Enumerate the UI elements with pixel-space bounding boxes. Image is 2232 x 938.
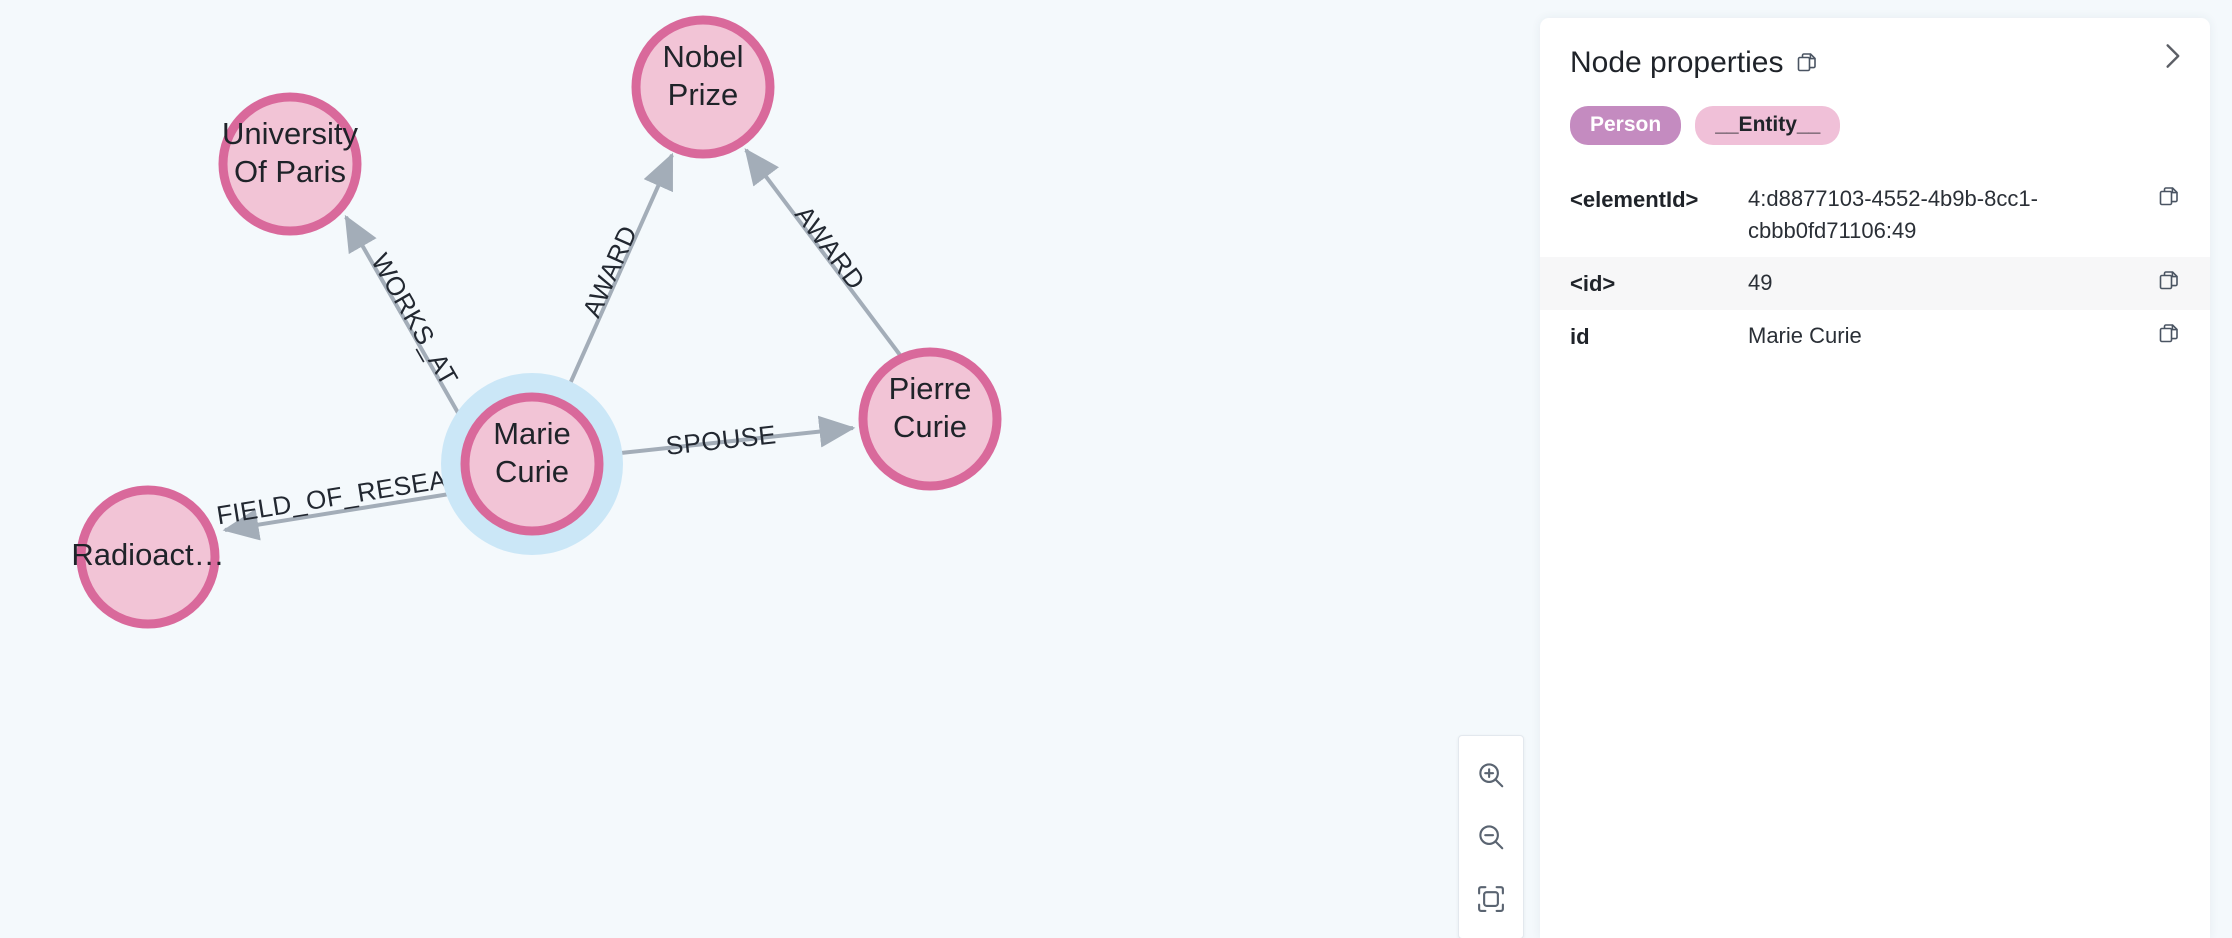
- edge-label-spouse: SPOUSE: [664, 419, 777, 461]
- copy-icon: [2159, 324, 2178, 343]
- node-labels-list: Person __Entity__: [1540, 80, 2210, 146]
- edge-works-at[interactable]: WORKS_AT: [344, 214, 471, 433]
- copy-all-icon[interactable]: [1795, 51, 1819, 75]
- node-properties-panel: Node properties Person __Entity__ <eleme…: [1540, 18, 2210, 938]
- edge-field-of-research[interactable]: FIELD_OF_RESEA…: [214, 460, 475, 541]
- node-label-line: Nobel: [663, 39, 744, 74]
- zoom-in-icon: [1479, 763, 1504, 788]
- node-label-chip-person[interactable]: Person: [1570, 106, 1682, 146]
- node-label-line: Curie: [893, 409, 967, 444]
- node-properties-table: <elementId> 4:d8877103-4552-4b9b-8cc1-cb…: [1540, 173, 2210, 363]
- node-label-line: Prize: [668, 77, 739, 112]
- node-radioactivity[interactable]: Radioact…: [71, 485, 225, 629]
- chevron-right-icon: [2166, 44, 2180, 68]
- node-marie-curie[interactable]: Marie Curie: [441, 373, 623, 555]
- node-nobel-prize[interactable]: Nobel Prize: [631, 15, 775, 159]
- copy-icon: [2159, 271, 2178, 290]
- fit-to-screen-button[interactable]: [1459, 868, 1523, 930]
- edge-label-field-of-research: FIELD_OF_RESEA…: [214, 460, 474, 531]
- page-title: Node properties: [1570, 46, 1784, 79]
- zoom-controls: [1458, 735, 1524, 938]
- property-value: Marie Curie: [1748, 322, 1862, 348]
- node-group: University Of Paris Nobel Prize Pierre C…: [71, 15, 1002, 629]
- node-label-line: Marie: [493, 416, 571, 451]
- node-label-line: Curie: [495, 454, 569, 489]
- zoom-out-icon: [1479, 825, 1504, 850]
- node-university-of-paris[interactable]: University Of Paris: [218, 92, 362, 236]
- node-label-line: Pierre: [889, 371, 972, 406]
- node-pierre-curie[interactable]: Pierre Curie: [858, 347, 1002, 491]
- property-value: 49: [1748, 269, 1773, 295]
- node-label-line: Of Paris: [234, 154, 346, 189]
- zoom-in-button[interactable]: [1459, 744, 1523, 806]
- copy-value-button[interactable]: [2152, 183, 2186, 213]
- property-value: 4:d8877103-4552-4b9b-8cc1-cbbb0fd71106:4…: [1748, 186, 2038, 244]
- copy-value-button[interactable]: [2152, 267, 2186, 297]
- copy-value-button[interactable]: [2152, 320, 2186, 350]
- edge-label-award-marie: AWARD: [576, 221, 643, 322]
- fit-to-screen-icon: [1478, 886, 1504, 912]
- node-label-line: University: [222, 116, 359, 151]
- property-key: <elementId>: [1570, 187, 1699, 213]
- table-row: id Marie Curie: [1540, 310, 2210, 363]
- table-row: <elementId> 4:d8877103-4552-4b9b-8cc1-cb…: [1540, 173, 2210, 257]
- edge-spouse[interactable]: SPOUSE: [601, 415, 856, 461]
- property-key: id: [1570, 323, 1590, 349]
- node-label-chip-entity[interactable]: __Entity__: [1695, 106, 1841, 146]
- edge-label-works-at: WORKS_AT: [365, 248, 464, 391]
- edge-label-award-pierre: AWARD: [789, 200, 871, 295]
- graph-canvas[interactable]: WORKS_AT AWARD AWARD SPOUSE: [0, 0, 1540, 938]
- table-row: <id> 49: [1540, 256, 2210, 310]
- panel-collapse-button[interactable]: [2150, 34, 2194, 78]
- node-label-line: Radioact…: [71, 537, 224, 572]
- panel-header: Node properties: [1540, 18, 2210, 80]
- edge-award-marie[interactable]: AWARD: [563, 152, 674, 396]
- property-key: <id>: [1570, 270, 1616, 296]
- zoom-out-button[interactable]: [1459, 806, 1523, 868]
- graph-visualization[interactable]: WORKS_AT AWARD AWARD SPOUSE: [0, 0, 1540, 938]
- edge-award-pierre[interactable]: AWARD: [744, 148, 902, 357]
- copy-icon: [2159, 187, 2178, 206]
- copy-icon: [1798, 53, 1817, 72]
